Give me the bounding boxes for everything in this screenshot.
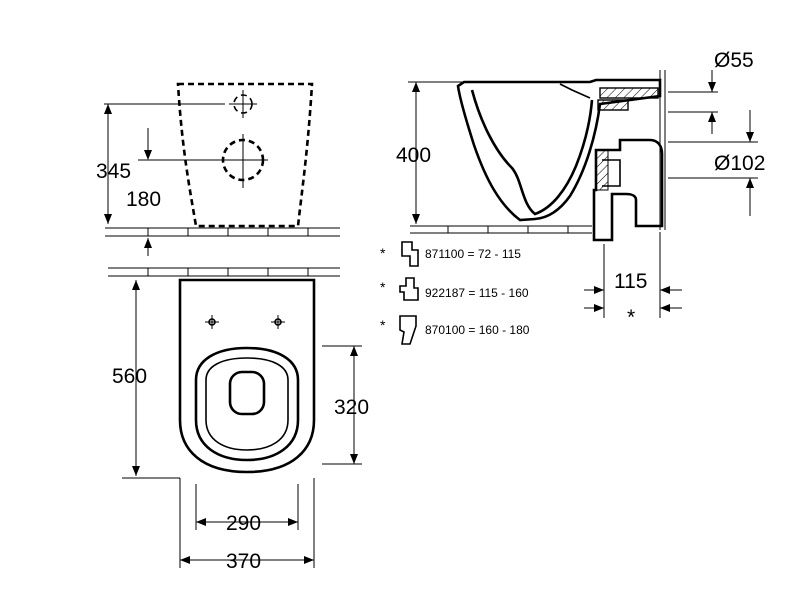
side-bowl-outline <box>456 78 662 222</box>
accessory-marker: * <box>380 279 386 295</box>
side-floor-strip <box>410 225 592 234</box>
dim-top-length: 560 <box>112 365 147 388</box>
front-wall-strip <box>105 227 340 237</box>
front-view <box>104 82 340 256</box>
accessory-legend: * 871100 = 72 - 115 * 922187 = 115 - 160… <box>380 241 530 345</box>
fixing-point-icon <box>271 315 285 329</box>
outlet-hole-icon <box>221 134 268 188</box>
dim-diameter-large: Ø102 <box>714 152 765 175</box>
dim-side-offset: 115 <box>614 270 647 293</box>
water-surface <box>228 370 266 416</box>
accessory-text: 922187 = 115 - 160 <box>425 286 529 300</box>
fixing-point-icon <box>205 315 219 329</box>
top-bowl-rim <box>194 346 300 462</box>
accessory-text: 871100 = 72 - 115 <box>425 247 521 261</box>
offset-connector-icon <box>399 277 419 301</box>
dim-diameter-small: Ø55 <box>714 49 754 72</box>
top-view <box>108 267 362 568</box>
accessory-marker: * <box>380 317 386 333</box>
long-bend-connector-icon <box>399 315 417 345</box>
dim-front-height: 345 <box>96 160 131 183</box>
side-view <box>408 70 758 318</box>
front-bowl-outline <box>176 82 314 228</box>
top-wall-strip <box>108 267 340 277</box>
fixing-hole-icon <box>229 90 257 118</box>
dim-side-height: 400 <box>396 144 431 167</box>
top-bowl-outline <box>178 278 316 474</box>
bend-connector-icon <box>401 241 419 267</box>
dim-side-variable: * <box>627 306 635 329</box>
accessory-marker: * <box>380 245 386 261</box>
dim-top-opening: 320 <box>334 396 369 419</box>
dim-top-outer-width: 370 <box>226 550 261 573</box>
accessory-text: 870100 = 160 - 180 <box>425 323 530 337</box>
dim-top-inner-width: 290 <box>226 512 261 535</box>
outlet-pipe <box>592 138 664 242</box>
dim-front-inlet: 180 <box>126 188 161 211</box>
flush-connector <box>599 87 659 99</box>
